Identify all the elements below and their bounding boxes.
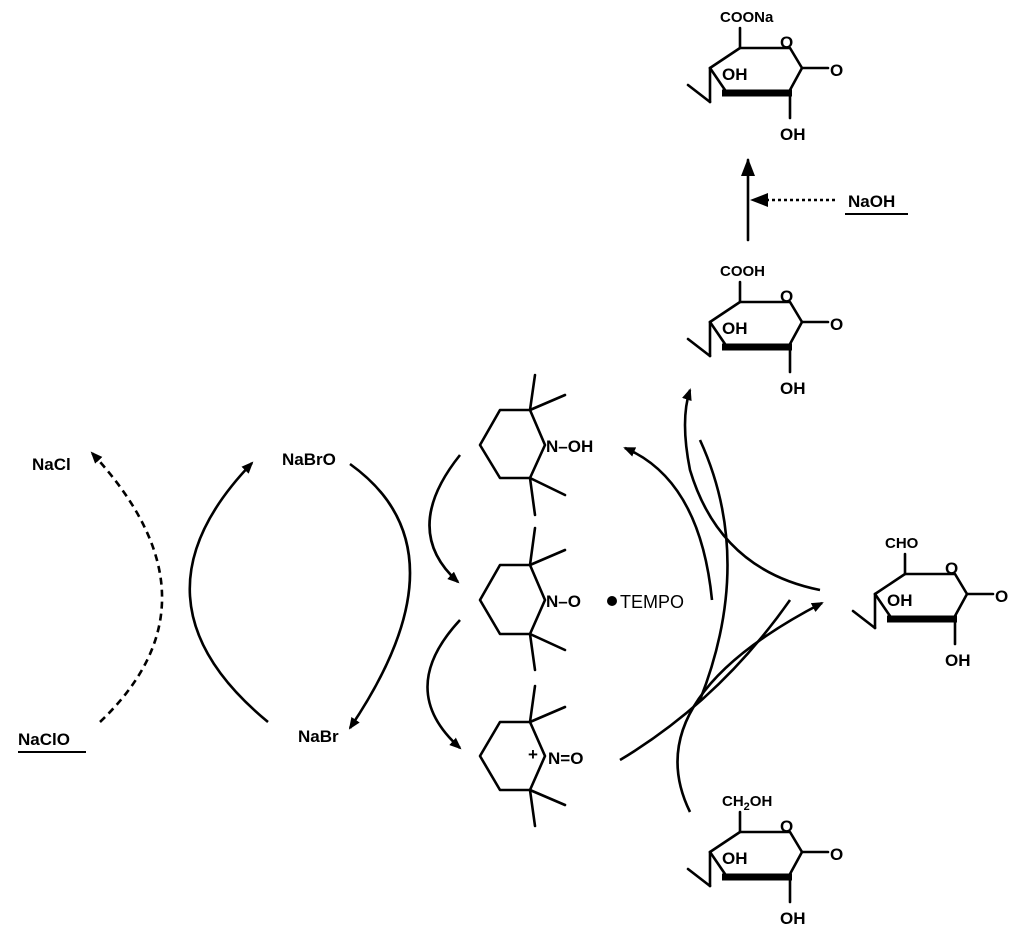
aldehyde-ring-o: O bbox=[945, 559, 958, 578]
alcohol-substituent: CH2OH bbox=[722, 793, 772, 813]
to-hydroxylamine-arrow bbox=[623, 446, 714, 601]
oxoammonium-charge: + bbox=[528, 745, 538, 764]
naclo-label: NaClO bbox=[18, 730, 70, 749]
carboxylate-substituent: COONa bbox=[720, 9, 774, 26]
alcohol-oh3: OH bbox=[722, 849, 748, 868]
carboxylate-link-o: O bbox=[830, 61, 843, 80]
aldehyde-substituent: CHO bbox=[885, 535, 919, 552]
aldehyde-link-o: O bbox=[995, 587, 1008, 606]
sugar-primary-alcohol: CH2OH O OH OH O bbox=[686, 793, 843, 928]
carboxylate-oh2: OH bbox=[780, 125, 806, 144]
nacl-label: NaCl bbox=[32, 455, 71, 474]
tempo-radical: N–O TEMPO bbox=[478, 526, 684, 672]
radical-dot bbox=[607, 596, 617, 606]
sugar-carboxylic-acid: COOH O OH OH O bbox=[686, 263, 843, 398]
tempo-label: TEMPO bbox=[620, 592, 684, 612]
sugar-aldehyde: CHO O OH OH O bbox=[851, 535, 1008, 670]
tempo-oxoammonium: + N=O bbox=[478, 684, 583, 828]
radical-to-oxoammonium-arrow bbox=[426, 619, 462, 750]
hydroxylamine-to-radical-arrow bbox=[428, 454, 462, 584]
aldehyde-oh3: OH bbox=[887, 591, 913, 610]
acid-ring-o: O bbox=[780, 287, 793, 306]
bromide-cycle: NaBrO NaBr bbox=[188, 450, 462, 750]
center-connector-curve bbox=[698, 439, 729, 701]
acid-substituent: COOH bbox=[720, 263, 765, 280]
nabr-to-nabro-arrow bbox=[188, 461, 269, 724]
aldehyde-to-acid-arrow bbox=[682, 388, 821, 592]
radical-group: N–O bbox=[546, 592, 581, 611]
hypochlorite-cycle: NaCl NaClO bbox=[18, 451, 164, 753]
naoh-label: NaOH bbox=[848, 192, 895, 211]
acid-oh3: OH bbox=[722, 319, 748, 338]
oxoammonium-group: N=O bbox=[548, 749, 583, 768]
naoh-step: NaOH bbox=[741, 158, 908, 242]
nabr-label: NaBr bbox=[298, 727, 339, 746]
alcohol-to-aldehyde-arrow bbox=[676, 601, 824, 813]
oxoammonium-branch-curve bbox=[619, 599, 792, 762]
alcohol-oh2: OH bbox=[780, 909, 806, 928]
tempo-hydroxylamine: N–OH bbox=[478, 373, 593, 517]
alcohol-link-o: O bbox=[830, 845, 843, 864]
hydroxylamine-group: N–OH bbox=[546, 437, 593, 456]
alcohol-ring-o: O bbox=[780, 817, 793, 836]
nabro-to-nabr-arrow bbox=[348, 462, 412, 730]
sugar-carboxylate: COONa O OH OH O bbox=[686, 9, 843, 144]
acid-oh2: OH bbox=[780, 379, 806, 398]
nabro-label: NaBrO bbox=[282, 450, 336, 469]
carboxylate-ring-o: O bbox=[780, 33, 793, 52]
oxidation-arrows bbox=[619, 388, 824, 813]
acid-link-o: O bbox=[830, 315, 843, 334]
carboxylate-oh3: OH bbox=[722, 65, 748, 84]
aldehyde-oh2: OH bbox=[945, 651, 971, 670]
naclo-to-nacl-arrow bbox=[90, 451, 164, 723]
